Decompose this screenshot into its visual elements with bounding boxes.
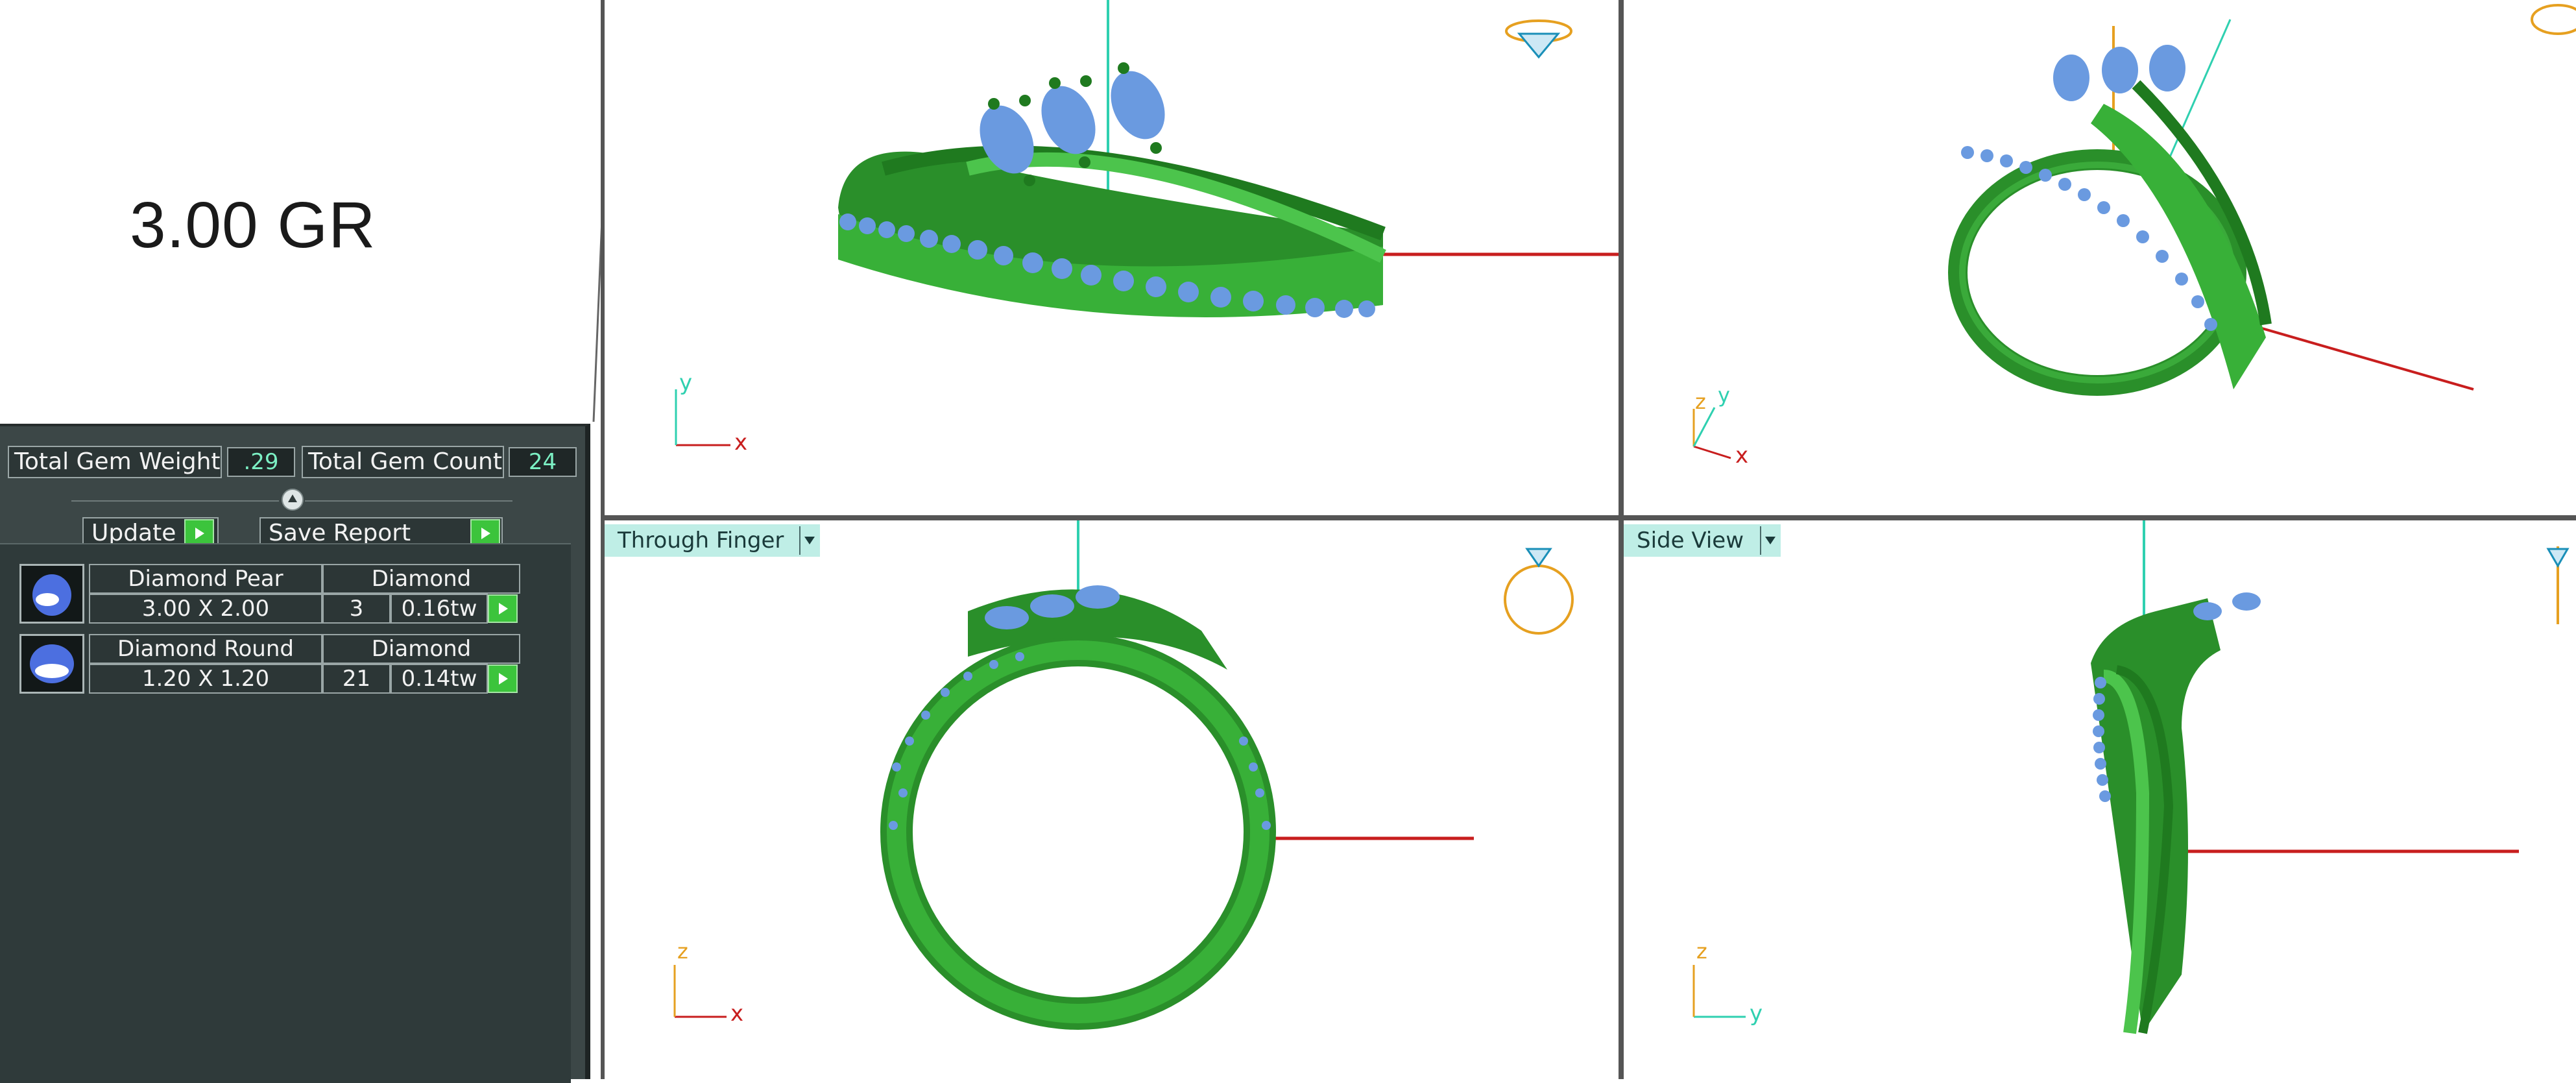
total-gem-count-label: Total Gem Count — [302, 446, 504, 478]
viewport-title-tag: Through Finger — [605, 524, 820, 557]
axis-triad — [675, 389, 730, 446]
axis-x-label: x — [730, 1001, 744, 1027]
metal-weight-label: 3.00 GR — [130, 189, 376, 262]
axis-x-label: x — [734, 430, 748, 456]
view-dropdown-icon[interactable] — [799, 526, 819, 555]
axis-z-label: z — [677, 939, 688, 964]
gem-count-cell: 21 — [322, 664, 391, 694]
viewport-top-right[interactable]: z y x — [1624, 0, 2576, 515]
save-report-button-label: Save Report — [269, 520, 411, 546]
collapse-toggle-icon[interactable] — [282, 489, 304, 511]
viewport-top-left[interactable]: y x — [605, 0, 1619, 515]
gem-weight-cell: 0.14tw — [391, 664, 488, 694]
gem-size-cell: 1.20 X 1.20 — [89, 664, 322, 694]
gem-material-cell: Diamond — [322, 634, 520, 664]
viewport-divider — [601, 0, 605, 1079]
axis-x-label: x — [1735, 443, 1749, 468]
total-gem-weight-value: .29 — [227, 447, 295, 477]
gem-size-cell: 3.00 X 2.00 — [89, 594, 322, 624]
viewport-bottom-right[interactable]: Side View z y — [1624, 520, 2576, 1079]
viewport-divider — [1619, 0, 1624, 1079]
divider — [305, 500, 512, 502]
total-gem-weight-label: Total Gem Weight — [8, 446, 222, 478]
gem-list: Diamond Pear Diamond 3.00 X 2.00 3 0.16t… — [0, 543, 571, 1083]
gem-report-panel: Total Gem Weight .29 Total Gem Count 24 … — [0, 424, 590, 1083]
gem-count-cell: 3 — [322, 594, 391, 624]
gem-weight-cell: 0.16tw — [391, 594, 488, 624]
viewport-bottom-left[interactable]: Through Finger z x — [605, 520, 1619, 1079]
gem-thumbnail-icon — [19, 634, 84, 694]
viewport-title: Through Finger — [618, 528, 784, 554]
ring-render-side — [1692, 520, 2570, 1034]
gem-thumbnail-icon — [19, 564, 84, 624]
gem-row-go-icon[interactable] — [488, 664, 518, 693]
divider — [71, 500, 279, 502]
round-gem-icon — [30, 644, 74, 683]
gem-shape-cell: Diamond Round — [89, 634, 322, 664]
save-report-go-icon[interactable] — [470, 519, 500, 548]
axis-y-label: y — [679, 370, 693, 396]
viewport-title: Side View — [1637, 528, 1744, 554]
axis-z-label: z — [1695, 389, 1706, 414]
gem-shape-cell: Diamond Pear — [89, 564, 322, 594]
ring-orientation-icon[interactable] — [605, 0, 1619, 515]
ring-render-3d — [1692, 4, 2576, 459]
update-go-icon[interactable] — [184, 519, 214, 548]
ring-render-perspective — [838, 0, 1619, 318]
axis-y-label: y — [1718, 383, 1730, 408]
axis-y-label: y — [1750, 1001, 1763, 1027]
gem-material-cell: Diamond — [322, 564, 520, 594]
viewport-divider — [601, 515, 2576, 520]
viewport-title-tag: Side View — [1624, 524, 1781, 557]
pear-gem-icon — [32, 574, 71, 616]
ring-render-front — [673, 520, 1574, 1030]
total-gem-count-value: 24 — [509, 447, 577, 477]
gem-row-go-icon[interactable] — [488, 594, 518, 623]
update-button-label: Update — [91, 520, 176, 546]
axis-z-label: z — [1696, 939, 1707, 964]
view-dropdown-icon[interactable] — [1760, 526, 1779, 555]
